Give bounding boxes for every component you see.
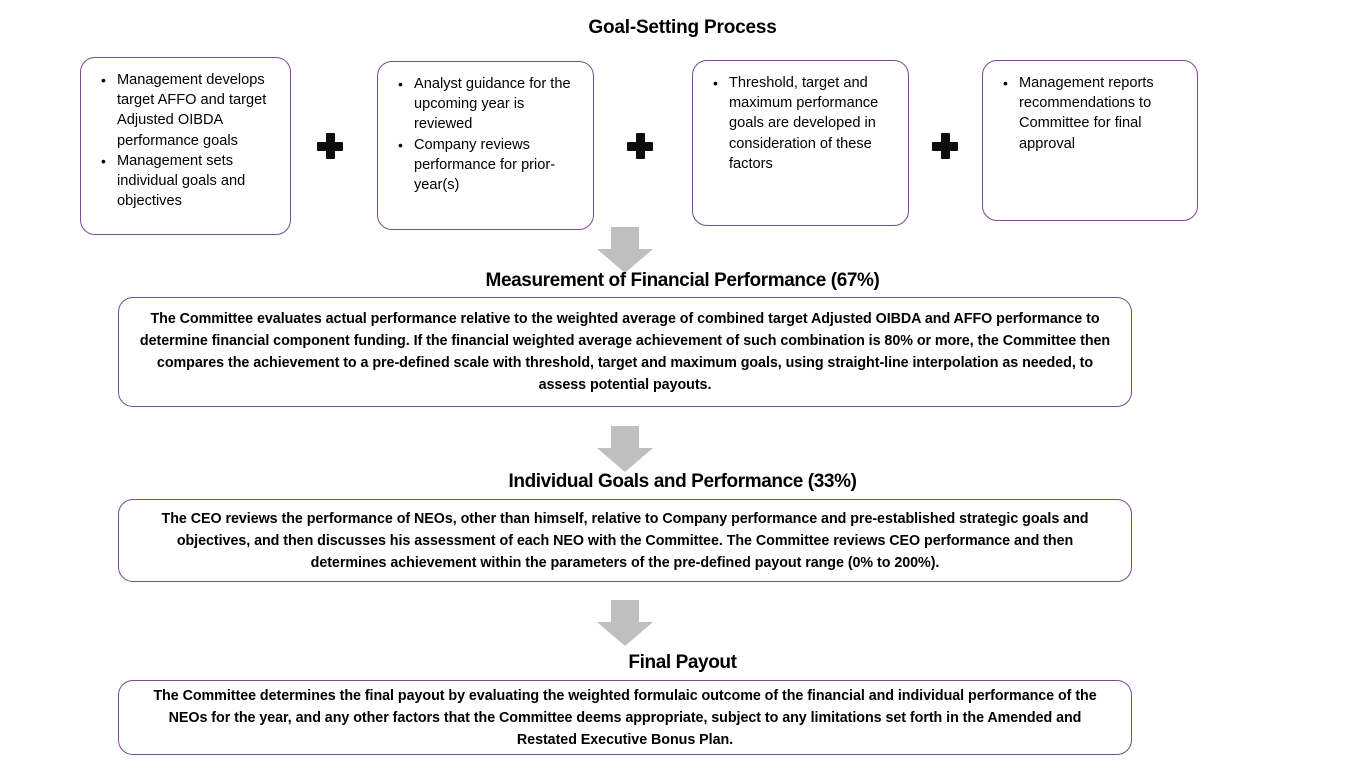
process-box-3: Threshold, target and maximum performanc… xyxy=(692,60,909,226)
section-box-financial-performance: The Committee evaluates actual performan… xyxy=(118,297,1132,407)
section-body-text: The Committee evaluates actual performan… xyxy=(139,311,1111,393)
page-title: Goal-Setting Process xyxy=(588,17,777,38)
list-item: Company reviews performance for prior-ye… xyxy=(398,135,583,196)
section-box-final-payout: The Committee determines the final payou… xyxy=(118,680,1132,755)
arrow-stem xyxy=(611,600,639,624)
bullet-list: Analyst guidance for the upcoming year i… xyxy=(384,74,583,195)
arrow-head xyxy=(597,622,653,646)
section-heading-financial-performance: Measurement of Financial Performance (67… xyxy=(485,270,880,291)
plus-icon xyxy=(932,133,958,159)
bullet-list: Threshold, target and maximum performanc… xyxy=(699,73,898,174)
down-arrow-icon xyxy=(597,426,653,472)
arrow-head xyxy=(597,249,653,273)
section-heading-individual-goals: Individual Goals and Performance (33%) xyxy=(508,471,857,492)
plus-icon xyxy=(317,133,343,159)
list-item: Management develops target AFFO and targ… xyxy=(101,70,280,151)
plus-icon xyxy=(627,133,653,159)
list-item: Management sets individual goals and obj… xyxy=(101,151,280,212)
down-arrow-icon xyxy=(597,600,653,646)
bullet-list: Management develops target AFFO and targ… xyxy=(87,70,280,211)
arrow-stem xyxy=(611,426,639,450)
list-item: Analyst guidance for the upcoming year i… xyxy=(398,74,583,135)
section-heading-final-payout: Final Payout xyxy=(628,652,737,673)
process-box-1: Management develops target AFFO and targ… xyxy=(80,57,291,235)
list-item: Threshold, target and maximum performanc… xyxy=(713,73,898,174)
section-box-individual-goals: The CEO reviews the performance of NEOs,… xyxy=(118,499,1132,582)
section-body-text: The CEO reviews the performance of NEOs,… xyxy=(161,510,1089,571)
bullet-list: Management reports recommendations to Co… xyxy=(989,73,1187,154)
down-arrow-icon xyxy=(597,227,653,273)
list-item: Management reports recommendations to Co… xyxy=(1003,73,1187,154)
arrow-stem xyxy=(611,227,639,251)
process-box-2: Analyst guidance for the upcoming year i… xyxy=(377,61,594,230)
section-body-text: The Committee determines the final payou… xyxy=(153,687,1097,748)
arrow-head xyxy=(597,448,653,472)
process-box-4: Management reports recommendations to Co… xyxy=(982,60,1198,221)
